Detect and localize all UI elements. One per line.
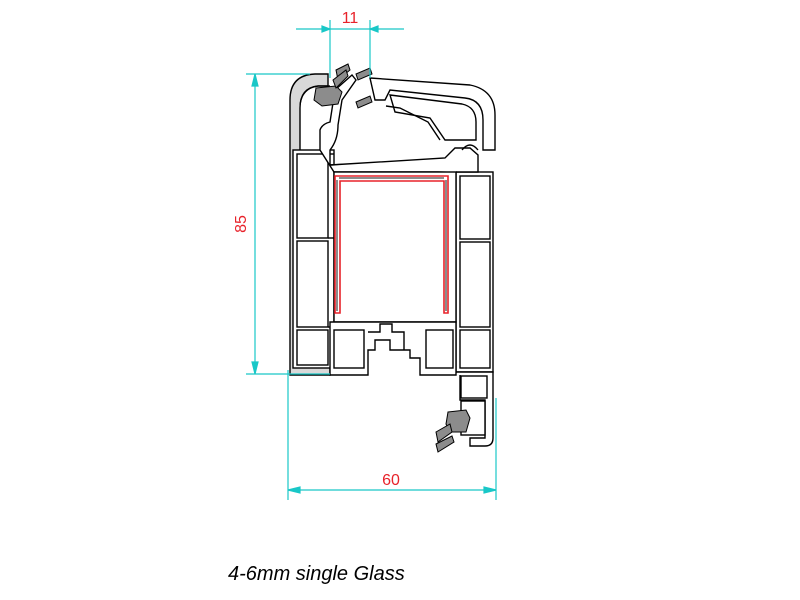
bottom-gasket <box>435 409 471 453</box>
top-gasket-left <box>313 63 351 107</box>
reinforcement-shading <box>336 177 447 311</box>
top-gasket-right <box>355 67 373 109</box>
dimension-height: 85 <box>233 215 250 233</box>
dimension-top-width: 11 <box>342 10 359 27</box>
dimension-bottom-width: 60 <box>382 472 400 489</box>
dimension-lines <box>246 20 497 500</box>
frame-profile <box>289 73 496 447</box>
steel-reinforcement <box>334 175 449 314</box>
glass-caption: 4-6mm single Glass <box>228 563 405 585</box>
